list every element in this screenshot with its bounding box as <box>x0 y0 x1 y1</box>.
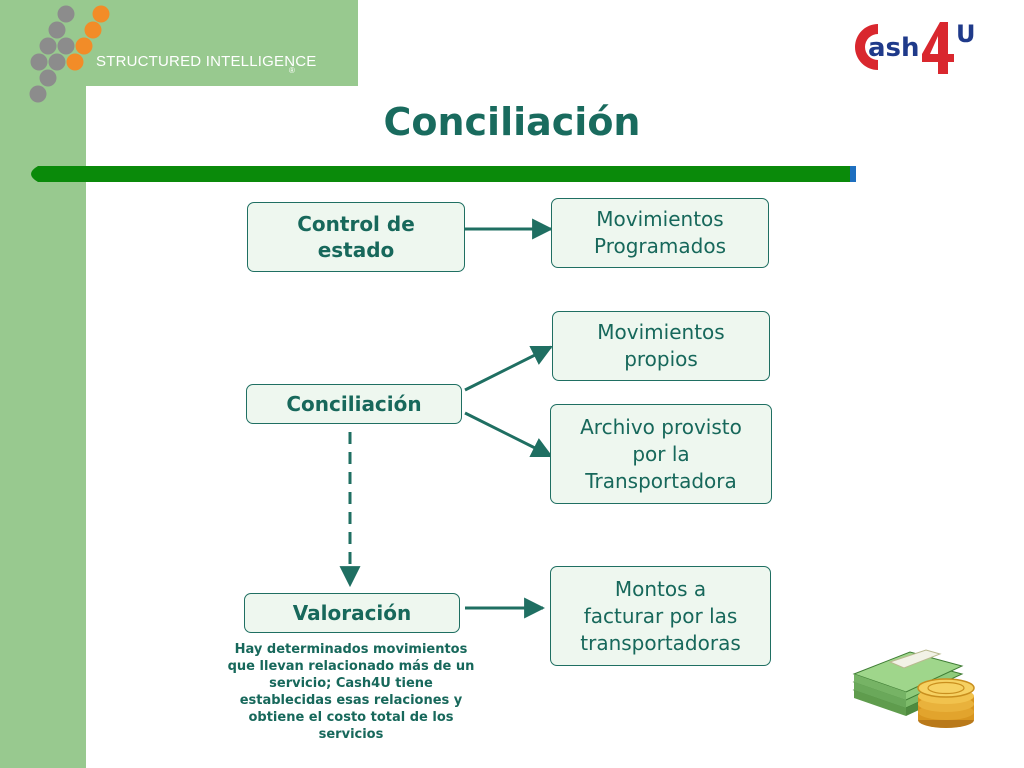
node-movimientos-programados-label: Movimientos Programados <box>594 207 726 258</box>
money-stack-icon <box>852 649 975 728</box>
title-underline-bar <box>31 166 856 182</box>
node-conciliacion: Conciliación <box>246 384 462 424</box>
registered-mark: ® <box>289 66 295 75</box>
diagram-note: Hay determinados movimientos que llevan … <box>227 642 475 742</box>
svg-text:ash: ash <box>868 33 920 63</box>
edge-conciliacion-to-propios <box>464 345 553 392</box>
logo-dots-icon <box>29 5 110 103</box>
node-archivo-transportadora-label: Archivo provisto por la Transportadora <box>580 414 742 493</box>
node-valoracion-label: Valoración <box>292 601 412 625</box>
node-control-estado: Control de estado <box>247 202 465 272</box>
node-archivo-transportadora: Archivo provisto por la Transportadora <box>550 404 772 504</box>
edge-conciliacion-to-archivo <box>464 411 553 458</box>
node-conciliacion-label: Conciliación <box>286 392 422 416</box>
company-name: STRUCTURED INTELLIGENCE <box>96 53 317 70</box>
node-movimientos-programados: Movimientos Programados <box>551 198 769 268</box>
left-accent-band <box>0 0 86 768</box>
slide-title: Conciliación <box>383 100 641 144</box>
cash4u-logo: ash U <box>855 20 976 74</box>
node-movimientos-propios-label: Movimientos propios <box>597 320 725 371</box>
node-movimientos-propios: Movimientos propios <box>552 311 770 381</box>
svg-text:U: U <box>956 20 976 48</box>
node-montos-facturar-label: Montos a facturar por las transportadora… <box>580 576 741 655</box>
node-valoracion: Valoración <box>244 593 460 633</box>
node-montos-facturar: Montos a facturar por las transportadora… <box>550 566 771 666</box>
node-control-estado-label: Control de estado <box>297 212 415 262</box>
